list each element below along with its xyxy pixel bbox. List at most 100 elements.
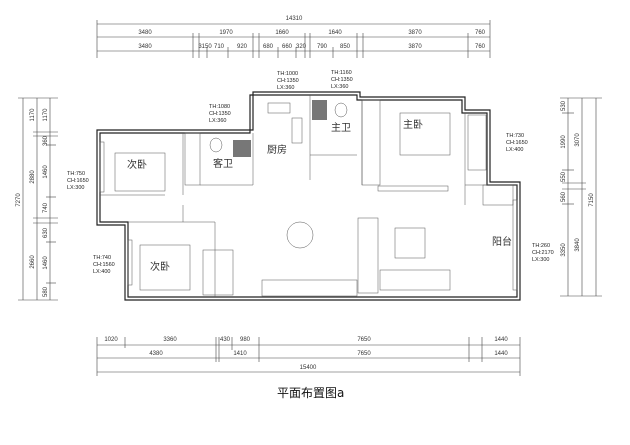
svg-text:TH:1160: TH:1160 xyxy=(331,70,352,76)
bed-icon xyxy=(139,244,191,291)
window-note: TH:730 CH:1650 LX:400 xyxy=(506,133,528,153)
dim-top: 1660 xyxy=(275,30,289,36)
dim-right: 3070 xyxy=(575,133,581,147)
dim-bottom: 4380 xyxy=(149,351,163,357)
svg-text:CH:1350: CH:1350 xyxy=(209,111,231,117)
dim-bottom-total: 15400 xyxy=(300,365,317,371)
room-label-second-bedroom-bottom: 次卧 xyxy=(150,260,170,273)
right-dimensions: 530 1990 550 560 3350 3070 3840 7150 xyxy=(560,97,602,297)
dim-left: 1460 xyxy=(43,165,49,179)
dim-top: 790 xyxy=(317,44,328,50)
svg-text:TH:260: TH:260 xyxy=(532,243,550,249)
room-label-balcony: 阳台 xyxy=(492,235,512,248)
dim-right: 550 xyxy=(561,171,567,182)
left-dimensions: 7270 1170 2880 2660 1170 360 1460 740 63… xyxy=(16,97,58,301)
sofa-icon xyxy=(357,217,379,294)
window-note: TH:740 CH:1560 LX:400 xyxy=(93,255,115,275)
toilet-icon xyxy=(334,102,348,118)
dim-top: 850 xyxy=(340,44,351,50)
dim-right: 530 xyxy=(561,100,567,111)
stove-icon xyxy=(291,117,303,144)
svg-text:LX:400: LX:400 xyxy=(506,147,523,153)
dim-top: 920 xyxy=(237,44,248,50)
dim-bottom: 3360 xyxy=(163,337,177,343)
dim-top: 1640 xyxy=(328,30,342,36)
window-note: TH:750 CH:1650 LX:300 xyxy=(67,171,89,191)
window-note: TH:1080 CH:1350 LX:360 xyxy=(209,104,231,124)
dim-top: 760 xyxy=(475,44,486,50)
dim-top: 3150 xyxy=(198,44,212,50)
dim-bottom: 1020 xyxy=(104,337,118,343)
svg-text:TH:730: TH:730 xyxy=(506,133,524,139)
dim-right: 3350 xyxy=(561,243,567,257)
dim-top: 3870 xyxy=(408,44,422,50)
window-note: TH:260 CH:2170 LX:300 xyxy=(532,243,554,263)
dim-left: 740 xyxy=(43,202,49,213)
dim-left: 630 xyxy=(43,227,49,238)
dim-bottom: 1440 xyxy=(494,337,508,343)
svg-text:CH:1350: CH:1350 xyxy=(277,78,299,84)
dim-top: 710 xyxy=(214,44,225,50)
window-note: TH:1160 CH:1350 LX:360 xyxy=(331,70,353,90)
svg-text:LX:360: LX:360 xyxy=(331,84,348,90)
bottom-dimensions: 1020 3360 430 980 7650 1440 4380 1410 76… xyxy=(96,337,521,376)
bed-icon xyxy=(114,152,166,192)
room-label-guest-bathroom: 客卫 xyxy=(213,157,233,170)
dim-top: 3480 xyxy=(138,44,152,50)
tv-cabinet-icon xyxy=(261,279,358,297)
top-dimensions: 14310 3480 1970 1660 1640 3870 760 3480 … xyxy=(96,16,491,58)
dim-right: 560 xyxy=(561,191,567,202)
dim-top: 680 xyxy=(263,44,274,50)
dim-left: 360 xyxy=(43,135,49,146)
toilet-icon xyxy=(209,137,223,153)
dim-bottom: 430 xyxy=(220,337,231,343)
svg-text:CH:1650: CH:1650 xyxy=(506,140,528,146)
svg-text:CH:1350: CH:1350 xyxy=(331,77,353,83)
dim-top: 3480 xyxy=(138,30,152,36)
svg-text:LX:360: LX:360 xyxy=(277,85,294,91)
room-label-second-bedroom-top: 次卧 xyxy=(127,158,147,171)
coffee-table-icon xyxy=(394,227,426,259)
dim-bottom: 980 xyxy=(240,337,251,343)
walls xyxy=(96,91,521,301)
bed-icon xyxy=(399,112,451,156)
shower-icon xyxy=(233,140,251,157)
dining-table-icon xyxy=(286,221,314,249)
svg-text:TH:1080: TH:1080 xyxy=(209,104,230,110)
sofa-icon xyxy=(379,269,451,291)
dim-top: 1970 xyxy=(219,30,233,36)
dim-top: 3870 xyxy=(408,30,422,36)
washer-icon xyxy=(482,184,514,206)
shower-icon xyxy=(312,100,327,120)
dim-right-total: 7150 xyxy=(589,193,595,207)
svg-text:CH:2170: CH:2170 xyxy=(532,250,554,256)
dim-bottom: 1410 xyxy=(233,351,247,357)
svg-text:TH:1000: TH:1000 xyxy=(277,71,298,77)
dim-left: 1170 xyxy=(43,108,49,122)
dim-left-total: 7270 xyxy=(16,193,22,207)
svg-text:CH:1650: CH:1650 xyxy=(67,178,89,184)
svg-text:LX:400: LX:400 xyxy=(93,269,110,275)
dim-top: 660 xyxy=(282,44,293,50)
sink-icon xyxy=(267,102,291,114)
furniture xyxy=(114,100,514,297)
dim-bottom: 7650 xyxy=(357,337,371,343)
dim-right: 1990 xyxy=(561,135,567,149)
dim-left: 2880 xyxy=(30,170,36,184)
window-note: TH:1000 CH:1350 LX:360 xyxy=(277,71,299,91)
tv-icon xyxy=(377,185,449,192)
dim-left: 2660 xyxy=(30,255,36,269)
dim-left: 1170 xyxy=(30,108,36,122)
room-label-master-bedroom: 主卧 xyxy=(403,118,423,131)
svg-text:LX:300: LX:300 xyxy=(67,185,84,191)
dim-top: 320 xyxy=(296,44,307,50)
dim-top: 760 xyxy=(475,30,486,36)
dim-left: 580 xyxy=(43,286,49,297)
room-label-master-bathroom: 主卫 xyxy=(331,122,351,134)
svg-text:CH:1560: CH:1560 xyxy=(93,262,115,268)
dim-bottom: 7650 xyxy=(357,351,371,357)
svg-text:TH:740: TH:740 xyxy=(93,255,111,261)
svg-text:LX:300: LX:300 xyxy=(532,257,549,263)
dim-right: 3840 xyxy=(575,238,581,252)
